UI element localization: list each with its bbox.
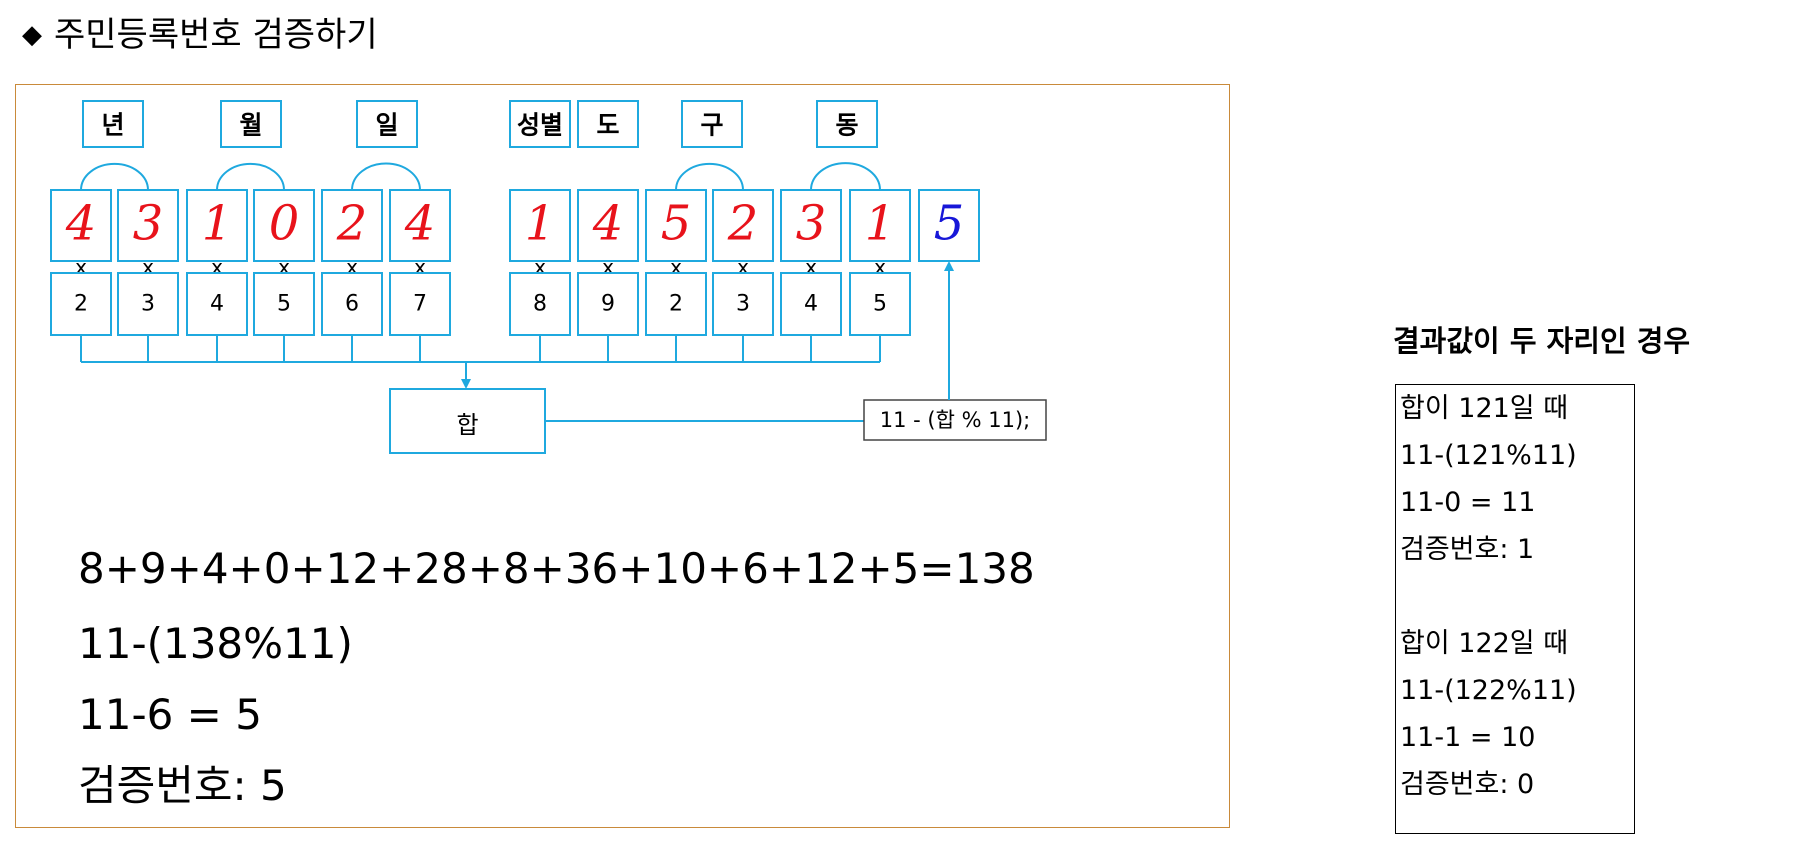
weight-value: 8: [533, 292, 547, 317]
digit-value: 3: [133, 196, 164, 252]
weight-value: 6: [345, 292, 359, 317]
formula-label: 11 - (합 % 11);: [880, 408, 1030, 432]
weight-value: 5: [277, 292, 291, 317]
weight-box: [321, 272, 383, 336]
digit-box: [117, 189, 179, 262]
arrow-up-icon: [944, 261, 954, 271]
weight-value: 5: [873, 292, 887, 317]
group-label: 성별: [517, 111, 563, 140]
group-arc: [351, 162, 421, 191]
digit-value: 1: [202, 196, 233, 252]
digit-box: [780, 189, 842, 262]
side-example-box: 합이 121일 때 11-(121%11) 11-0 = 11 검증번호: 1 합이 1…: [1395, 384, 1635, 834]
digit-box: [509, 189, 571, 262]
group-label: 일: [375, 111, 398, 140]
weight-value: 9: [601, 292, 615, 317]
group-label-box: [82, 100, 144, 148]
digit-value: 2: [336, 196, 368, 252]
weight-value: 7: [413, 292, 427, 317]
calc-check-line: 검증번호: 5: [78, 761, 287, 810]
group-label: 구: [700, 111, 723, 140]
sum-box: [389, 388, 546, 454]
weight-value: 4: [210, 292, 224, 317]
side-line: 검증번호: 0: [1400, 769, 1535, 800]
digit-value: 2: [727, 196, 759, 252]
arrow-down-icon: [461, 379, 471, 389]
group-label: 동: [835, 111, 858, 140]
formula-box: [863, 399, 1047, 441]
side-line: 합이 121일 때: [1400, 393, 1569, 424]
weight-box: [509, 272, 571, 336]
digit-value: 1: [865, 196, 896, 252]
side-line: 11-1 = 10: [1400, 722, 1536, 753]
weight-value: 4: [804, 292, 818, 317]
weight-value: 3: [141, 292, 155, 317]
digit-value: 4: [592, 196, 624, 252]
group-label: 도: [596, 111, 619, 140]
weight-box: [645, 272, 707, 336]
group-label-box: [220, 100, 282, 148]
weight-box: [780, 272, 842, 336]
digit-box: [321, 189, 383, 262]
group-label-box: [577, 100, 639, 148]
weight-value: 3: [736, 292, 750, 317]
digit-box: [186, 189, 248, 262]
calc-mod-line: 11-(138%11): [78, 619, 353, 668]
side-title: 결과값이 두 자리인 경우: [1393, 324, 1691, 358]
group-arc: [675, 162, 744, 191]
group-arc: [216, 162, 285, 191]
weight-box: [577, 272, 639, 336]
page-title: ◆ 주민등록번호 검증하기: [22, 12, 378, 61]
diamond-bullet-icon: ◆: [22, 20, 42, 50]
group-label-box: [509, 100, 571, 148]
digit-box: [50, 189, 112, 262]
digit-box: [645, 189, 707, 262]
calc-result-line: 11-6 = 5: [78, 690, 262, 739]
sum-label: 합: [456, 411, 478, 439]
group-label: 년: [101, 111, 124, 140]
weight-box: [712, 272, 774, 336]
side-line: 11-(122%11): [1400, 675, 1577, 706]
digit-value: 4: [65, 196, 97, 252]
weight-value: 2: [74, 292, 88, 317]
weight-box: [117, 272, 179, 336]
page-title-text: 주민등록번호 검증하기: [54, 15, 378, 55]
side-line: 11-0 = 11: [1400, 487, 1536, 518]
digit-box: [849, 189, 911, 262]
digit-value: 1: [525, 196, 556, 252]
side-line: 11-(121%11): [1400, 440, 1577, 471]
digit-value: 0: [269, 196, 300, 252]
group-label-box: [356, 100, 418, 148]
group-arc: [810, 162, 881, 191]
calc-sum-line: 8+9+4+0+12+28+8+36+10+6+12+5=138: [78, 544, 1035, 593]
digit-box: [577, 189, 639, 262]
side-line: 검증번호: 1: [1400, 534, 1535, 565]
digit-value: 5: [661, 196, 692, 252]
digit-box: [712, 189, 774, 262]
weight-box: [389, 272, 451, 336]
group-label-box: [816, 100, 878, 148]
group-arc: [80, 162, 149, 191]
weight-value: 2: [669, 292, 683, 317]
digit-value: 3: [796, 196, 827, 252]
digit-box: [253, 189, 315, 262]
check-digit-value: 5: [934, 196, 965, 252]
weight-box: [849, 272, 911, 336]
digit-value: 4: [404, 196, 436, 252]
digit-box: [389, 189, 451, 262]
group-label-box: [681, 100, 743, 148]
side-line: [1400, 573, 1634, 620]
side-line: 합이 122일 때: [1400, 628, 1569, 659]
group-label: 월: [239, 111, 262, 140]
